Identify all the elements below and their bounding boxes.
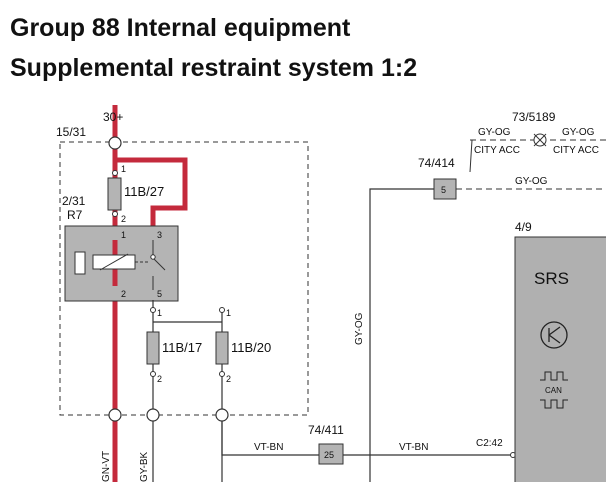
fuse-11b20 (215, 331, 229, 365)
splice-x2 (533, 133, 547, 147)
page-title: Group 88 Internal equipment (10, 14, 351, 42)
transistor-icon (540, 321, 568, 349)
label-relay-pin3: 3 (157, 230, 162, 240)
label-module-srs: SRS (534, 269, 569, 288)
transistor-collector (548, 326, 561, 336)
relay-coil-diagonal (99, 253, 129, 271)
can-signal-icon-2 (540, 399, 568, 409)
label-fuse-right-pin1: 1 (226, 308, 231, 318)
node-vt-bn (215, 408, 229, 422)
label-wire-gn-vt: GN-VT (101, 451, 112, 482)
label-box-25: 25 (324, 450, 334, 460)
label-fuse-right: 11B/20 (231, 340, 271, 355)
fuse-right-pin2 (219, 371, 225, 377)
label-relay-pin2: 2 (121, 289, 126, 299)
relay-contact-node (150, 254, 156, 260)
label-relay-name: R7 (67, 208, 83, 222)
label-pin-c2-42: C2:42 (476, 438, 503, 449)
label-connector-73: 73/5189 (512, 110, 556, 124)
fuse-pin-1 (112, 170, 118, 176)
label-wire-gy-bk: GY-BK (139, 451, 150, 482)
label-pin2-fuse: 2 (121, 214, 126, 224)
label-fuse-left: 11B/17 (162, 340, 202, 355)
pin-5-node (150, 307, 156, 313)
supply-node (108, 136, 122, 150)
label-connector-74-411: 74/411 (308, 423, 344, 437)
label-relay-ref: 2/31 (62, 194, 86, 208)
label-box-5: 5 (441, 185, 446, 195)
fuse-left-pin2 (150, 371, 156, 377)
label-city-acc-a: CITY ACC (474, 145, 520, 156)
srs-module (514, 236, 606, 482)
label-30: 30+ (103, 110, 123, 124)
label-wire-gy-og-vertical: GY-OG (354, 312, 365, 345)
label-pin1-fuse: 1 (121, 164, 126, 174)
node-gy-bk (146, 408, 160, 422)
fuse-pin-2 (112, 211, 118, 217)
label-city-acc-b: CITY ACC (553, 145, 599, 156)
label-fuse-left-pin2: 2 (157, 374, 162, 384)
label-relay-pin5: 5 (157, 289, 162, 299)
label-can: CAN (545, 386, 562, 395)
relay-feed-wire (115, 157, 188, 232)
label-connector-49: 4/9 (515, 220, 532, 234)
label-fuse-left-pin1: 1 (157, 308, 162, 318)
label-wire-gy-og-c: GY-OG (515, 176, 548, 187)
vt-bn-wire (221, 421, 520, 456)
label-wire-gy-og-a: GY-OG (478, 127, 511, 138)
label-wire-vt-bn-a: VT-BN (254, 442, 283, 453)
fuse-11b27 (107, 177, 122, 211)
relay-switch-arm (152, 257, 166, 271)
fuse-right-pin1 (219, 307, 225, 313)
label-relay-pin1: 1 (121, 230, 126, 240)
label-connector-74-414: 74/414 (418, 156, 455, 170)
label-15-31: 15/31 (56, 125, 86, 139)
transistor-emitter (548, 334, 561, 344)
label-fuse-right-pin2: 2 (226, 374, 231, 384)
can-signal-icon (540, 371, 568, 381)
relay-coil-left (74, 251, 86, 275)
connector-box-25 (318, 443, 344, 465)
node-gn-vt (108, 408, 122, 422)
label-wire-gy-og-b: GY-OG (562, 127, 595, 138)
label-wire-vt-bn-b: VT-BN (399, 442, 428, 453)
connector-lead (469, 139, 473, 173)
fuse-11b17 (146, 331, 160, 365)
gy-og-wire (369, 188, 434, 482)
label-fuse-top: 11B/27 (124, 184, 164, 199)
page-subtitle: Supplemental restraint system 1:2 (10, 54, 418, 82)
